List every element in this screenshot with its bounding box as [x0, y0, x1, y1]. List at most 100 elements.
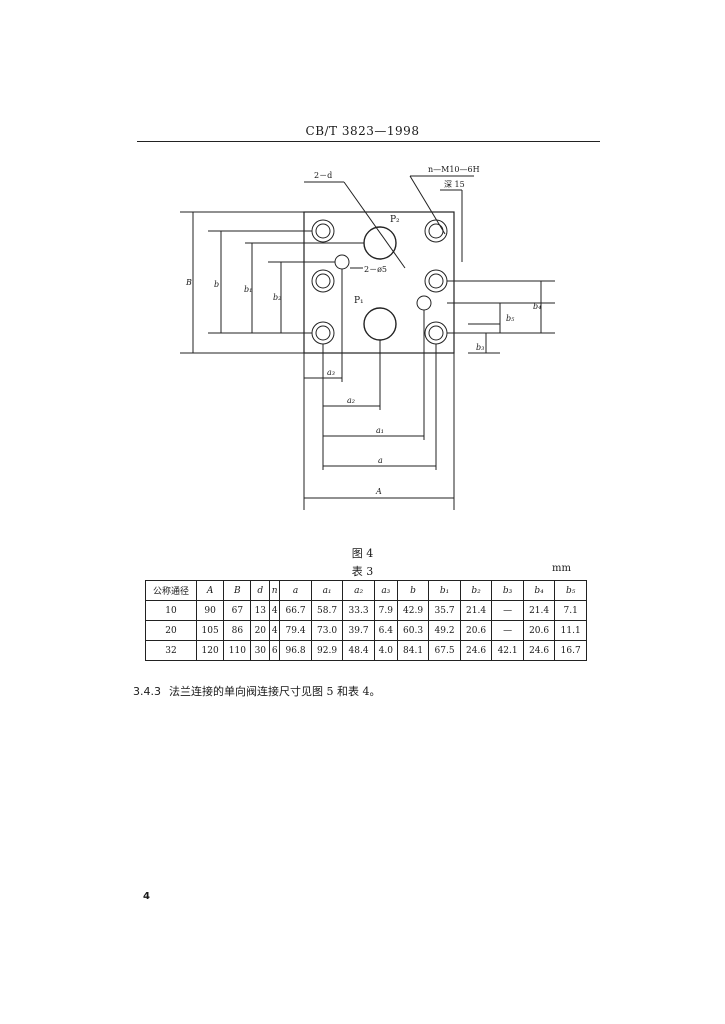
label-B: B: [185, 278, 192, 287]
bolt-hole: [311, 321, 335, 345]
table-cell: 92.9: [310, 640, 344, 661]
label-A: A: [375, 487, 382, 496]
page-number: 4: [143, 891, 150, 902]
table-cell: 84.1: [396, 640, 430, 661]
bolt-hole: [315, 325, 331, 341]
table-cell: 86: [223, 620, 252, 641]
table-cell: 35.7: [428, 600, 461, 621]
table-cell: 73.0: [310, 620, 344, 641]
table-cell: 16.7: [554, 640, 587, 661]
table-cell: 33.3: [342, 600, 375, 621]
table-cell: 66.7: [279, 600, 312, 621]
table-cell: 58.7: [310, 600, 344, 621]
column-header: b₃: [491, 580, 524, 601]
clause-text: 法兰连接的单向阀连接尺寸见图 5 和表 4。: [169, 685, 381, 698]
table-cell: 39.7: [342, 620, 375, 641]
column-header: a₁: [310, 580, 344, 601]
column-header: b: [396, 580, 430, 601]
port-p1: [363, 307, 397, 341]
plate-outline: [303, 211, 455, 354]
table-cell: 11.1: [554, 620, 587, 641]
label-depth: 深 15: [444, 180, 465, 189]
column-header: 公称通径: [145, 580, 197, 601]
label-a1: a₁: [376, 426, 384, 435]
table-cell: 7.1: [554, 600, 587, 621]
clause-paragraph: 3.4.3 法兰连接的单向阀连接尺寸见图 5 和表 4。: [133, 683, 381, 699]
table-cell: 96.8: [279, 640, 312, 661]
bolt-hole: [428, 273, 444, 289]
column-header: b₄: [522, 580, 556, 601]
table-cell: 67: [223, 600, 252, 621]
column-header: B: [223, 580, 252, 601]
table-cell: 20.6: [522, 620, 556, 641]
table-header-row: 公称通径 A B d n a a₁ a₂ a₃ b b₁ b₂ b₃ b₄ b₅: [145, 580, 587, 601]
clause-number: 3.4.3: [133, 685, 161, 698]
bolt-hole: [311, 269, 335, 293]
table-cell: 49.2: [428, 620, 461, 641]
table-cell: 20.6: [459, 620, 493, 641]
label-b5: b₅: [506, 314, 515, 323]
label-b: b: [214, 280, 219, 289]
table-unit: mm: [552, 563, 571, 574]
table-cell: 79.4: [279, 620, 312, 641]
bolt-hole: [315, 223, 331, 239]
column-header: b₂: [459, 580, 493, 601]
table-cell: 4.0: [373, 640, 398, 661]
table-cell: 32: [145, 640, 197, 661]
table-row: 32 120 110 30 6 96.8 92.9 48.4 4.0 84.1 …: [145, 640, 587, 661]
label-b2: b₂: [273, 293, 281, 302]
table-cell: 67.5: [428, 640, 461, 661]
label-thread: n—M10—6H: [428, 165, 480, 174]
label-b1: b₁: [244, 285, 252, 294]
bolt-hole: [311, 219, 335, 243]
table-cell: 21.4: [459, 600, 493, 621]
label-a2: a₂: [347, 396, 355, 405]
column-header: a₂: [342, 580, 375, 601]
table-cell: 20: [145, 620, 197, 641]
column-header: b₅: [554, 580, 587, 601]
table-cell: 42.9: [396, 600, 430, 621]
table-row: 10 90 67 13 4 66.7 58.7 33.3 7.9 42.9 35…: [145, 600, 587, 621]
column-header: a₃: [373, 580, 398, 601]
table-cell: 4: [269, 620, 281, 641]
table-cell: 21.4: [522, 600, 556, 621]
bolt-hole: [428, 325, 444, 341]
table-cell: 24.6: [522, 640, 556, 661]
table-cell: 6: [269, 640, 281, 661]
header-rule: [137, 141, 600, 142]
table-cell: —: [491, 600, 524, 621]
flange-mounting-drawing: 2－d n—M10—6H 深 15 2－ø5 P₂ P₁ B b b₁ b₂ b…: [180, 165, 555, 510]
bolt-hole: [315, 273, 331, 289]
pin-hole: [334, 254, 350, 270]
table-cell: —: [491, 620, 524, 641]
label-d: 2－d: [314, 171, 332, 180]
table-cell: 30: [250, 640, 271, 661]
table-cell: 60.3: [396, 620, 430, 641]
pin-hole: [416, 295, 432, 311]
page-header: CB/T 3823—1998: [305, 124, 420, 138]
table-cell: 20: [250, 620, 271, 641]
table-cell: 105: [195, 620, 225, 641]
label-pinhole: 2－ø5: [364, 265, 387, 274]
table-cell: 24.6: [459, 640, 493, 661]
column-header: A: [195, 580, 225, 601]
column-header: a: [279, 580, 312, 601]
label-a3: a₃: [327, 368, 335, 377]
label-b3: b₃: [476, 343, 484, 352]
bolt-hole: [424, 269, 448, 293]
table-cell: 90: [195, 600, 225, 621]
label-p2: P₂: [390, 215, 400, 225]
table-cell: 7.9: [373, 600, 398, 621]
bolt-hole: [428, 223, 444, 239]
column-header: n: [269, 580, 281, 601]
table-cell: 48.4: [342, 640, 375, 661]
dimension-table: 公称通径 A B d n a a₁ a₂ a₃ b b₁ b₂ b₃ b₄ b₅…: [145, 580, 587, 661]
table-caption: 表 3: [351, 565, 374, 578]
table-cell: 6.4: [373, 620, 398, 641]
table-cell: 4: [269, 600, 281, 621]
label-a: a: [378, 456, 383, 465]
label-b4: b₄: [533, 302, 541, 311]
table-row: 20 105 86 20 4 79.4 73.0 39.7 6.4 60.3 4…: [145, 620, 587, 641]
port-p2: [363, 226, 397, 260]
table-cell: 13: [250, 600, 271, 621]
